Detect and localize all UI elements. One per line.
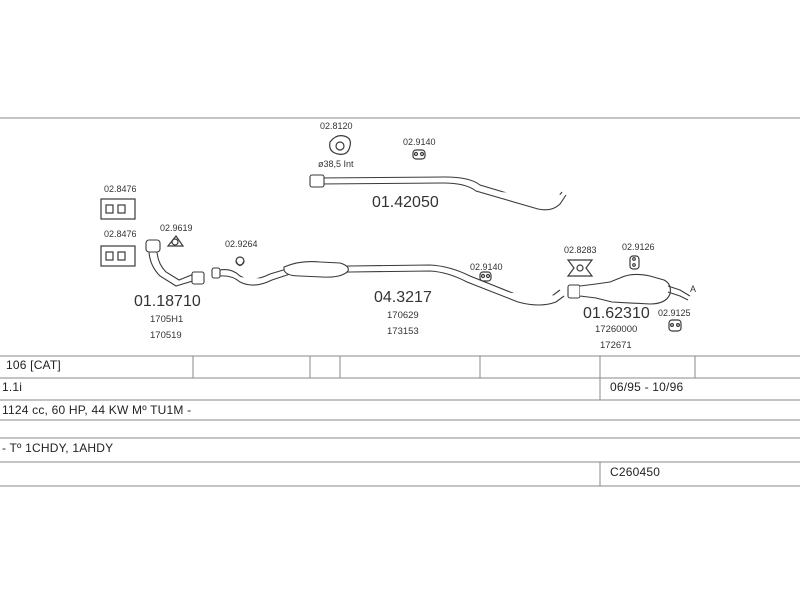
rear-silencer (567, 273, 691, 305)
types-cell: - Tº 1CHDY, 1AHDY (2, 441, 114, 455)
hanger-rear-top-icon (629, 255, 640, 270)
clamp-top-ref: 02.8120 (320, 121, 353, 131)
model-cell: 106 [CAT] (6, 358, 61, 372)
rear-silencer-oe2: 172671 (600, 340, 632, 351)
code-cell: C260450 (610, 465, 661, 479)
rear-silencer-oe1: 17260000 (595, 324, 637, 335)
gasket-front-icon (166, 234, 185, 247)
clamp-mid-icon (235, 256, 245, 267)
arrow-label: A (690, 284, 696, 294)
hanger-mid-icon (479, 271, 492, 282)
centre-section (219, 261, 565, 306)
hanger-rear-bottom-ref: 02.9125 (658, 308, 691, 318)
front-pipe-oe2: 170519 (150, 330, 182, 341)
mount-box-2-icon (100, 245, 136, 267)
hanger-top-icon (412, 149, 426, 160)
clamp-rear-ref: 02.8283 (564, 245, 597, 255)
info-table-grid (0, 355, 800, 487)
spec-cell: 1124 cc, 60 HP, 44 KW Mº TU1M - (2, 403, 192, 417)
front-pipe (145, 239, 221, 287)
centre-section-oe2: 173153 (387, 326, 419, 337)
clamp-mid-ref: 02.9264 (225, 239, 258, 249)
rear-silencer-ref: 01.62310 (583, 305, 650, 322)
clamp-top-icon (329, 135, 351, 155)
gasket-front-ref: 02.9619 (160, 223, 193, 233)
engine-cell: 1.1i (2, 380, 23, 394)
front-pipe-oe1: 1705H1 (150, 314, 183, 325)
hanger-mid-ref: 02.9140 (470, 262, 503, 272)
hanger-rear-top-ref: 02.9126 (622, 242, 655, 252)
mount-box-1-icon (100, 198, 136, 220)
centre-section-oe1: 170629 (387, 310, 419, 321)
hanger-rear-bottom-icon (668, 319, 682, 332)
clamp-rear-icon (566, 259, 594, 277)
mount-box-1-ref: 02.8476 (104, 184, 137, 194)
centre-section-ref: 04.3217 (374, 289, 432, 306)
rear-top-pipe-note: ø38,5 Int (318, 159, 354, 169)
years-cell: 06/95 - 10/96 (610, 380, 684, 394)
hanger-top-ref: 02.9140 (403, 137, 436, 147)
rear-top-pipe (309, 174, 567, 211)
rear-top-pipe-ref: 01.42050 (372, 194, 439, 211)
mount-box-2-ref: 02.8476 (104, 229, 137, 239)
front-pipe-ref: 01.18710 (134, 293, 201, 310)
